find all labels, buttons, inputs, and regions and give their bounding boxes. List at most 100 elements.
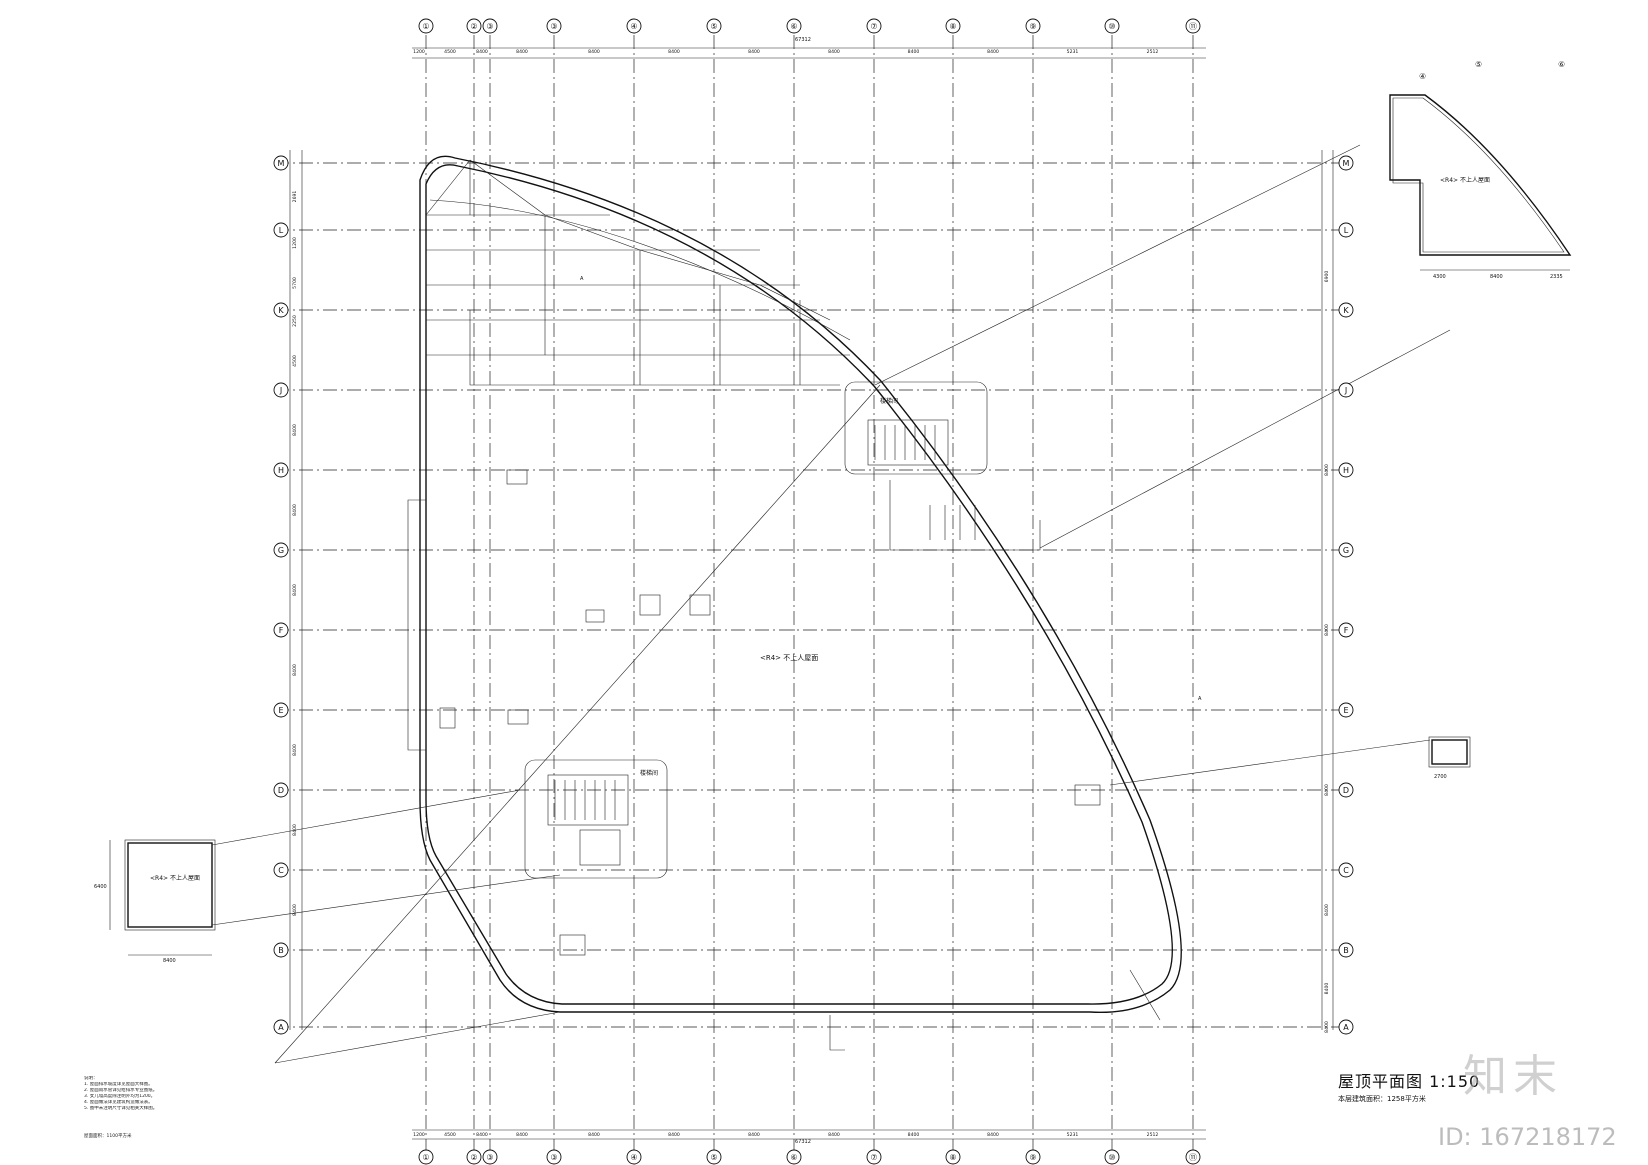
left-detail-view: <R4> 不上人屋面 8400 6400 bbox=[94, 839, 216, 964]
grid-bubble-left: A bbox=[273, 1019, 289, 1035]
right-detail-view: 2700 bbox=[1428, 736, 1471, 780]
svg-text:⑤: ⑤ bbox=[710, 1153, 717, 1162]
grid-bubble-left: L bbox=[273, 222, 289, 238]
grid-bubble-bottom: ⑨ bbox=[1025, 1149, 1041, 1165]
svg-text:F: F bbox=[279, 626, 284, 635]
grid-bubble-bottom: ② bbox=[466, 1149, 482, 1165]
dimension-text: 4500 bbox=[444, 1132, 456, 1138]
svg-text:③: ③ bbox=[486, 22, 493, 31]
svg-text:E: E bbox=[278, 706, 283, 715]
svg-text:③: ③ bbox=[550, 22, 557, 31]
svg-text:⑪: ⑪ bbox=[1189, 22, 1197, 31]
svg-text:K: K bbox=[278, 306, 284, 315]
dimension-text: 8400 bbox=[748, 49, 760, 55]
dimension-lines: 1200120045004500840084008400840084008400… bbox=[289, 47, 1334, 1140]
svg-text:③: ③ bbox=[486, 1153, 493, 1162]
dimension-text: 5231 bbox=[1067, 49, 1079, 55]
svg-text:C: C bbox=[278, 866, 284, 875]
drawing-subtitle: 本层建筑面积：1258平方米 bbox=[1338, 1095, 1426, 1103]
svg-text:⑥: ⑥ bbox=[790, 22, 797, 31]
dimension-text: 8400 bbox=[828, 49, 840, 55]
grid-bubble-right: B bbox=[1338, 942, 1354, 958]
svg-text:A: A bbox=[1343, 1023, 1349, 1032]
top-right-grid-b: ⑤ bbox=[1475, 60, 1482, 69]
grid-bubble-bottom: ⑥ bbox=[786, 1149, 802, 1165]
dimension-text-right: 8400 bbox=[1324, 624, 1330, 636]
grid-bubble-left: H bbox=[273, 462, 289, 478]
grid-bubble-right: E bbox=[1338, 702, 1354, 718]
grid-bubble-right: K bbox=[1338, 302, 1354, 318]
top-right-dim-1: 4300 bbox=[1433, 274, 1446, 280]
note-line: 3. 女儿墙高度除注明外均为1200。 bbox=[84, 1094, 156, 1099]
svg-text:L: L bbox=[279, 226, 284, 235]
grid-bubble-bottom: ① bbox=[418, 1149, 434, 1165]
svg-text:H: H bbox=[1343, 466, 1349, 475]
grid-bubble-bottom: ⑦ bbox=[866, 1149, 882, 1165]
grid-bubble-top: ④ bbox=[626, 18, 642, 34]
grid-bubble-bottom: ⑪ bbox=[1185, 1149, 1201, 1165]
grid-bubble-right: L bbox=[1338, 222, 1354, 238]
dimension-text-left: 4500 bbox=[292, 355, 298, 367]
dimension-text-left: 8400 bbox=[292, 664, 298, 676]
grid-bubble-top: ⑨ bbox=[1025, 18, 1041, 34]
svg-text:M: M bbox=[1343, 159, 1350, 168]
svg-text:⑧: ⑧ bbox=[949, 22, 956, 31]
dimension-text: 8400 bbox=[987, 1132, 999, 1138]
note-line: 4. 屋面做法详见建筑构造做法表。 bbox=[84, 1100, 153, 1105]
grid-bubble-bottom: ⑤ bbox=[706, 1149, 722, 1165]
dimension-text: 8400 bbox=[476, 49, 488, 55]
grid-bubble-left: B bbox=[273, 942, 289, 958]
svg-text:L: L bbox=[1344, 226, 1349, 235]
grid-bubble-top: ③ bbox=[546, 18, 562, 34]
top-right-detail-view: <R4> 不上人屋面 4300 8400 2335 ④ ⑤ ⑥ bbox=[1389, 60, 1572, 280]
svg-text:B: B bbox=[1343, 946, 1349, 955]
svg-text:④: ④ bbox=[630, 1153, 637, 1162]
svg-text:②: ② bbox=[470, 22, 477, 31]
grid-bubble-top: ⑤ bbox=[706, 18, 722, 34]
svg-text:②: ② bbox=[470, 1153, 477, 1162]
dimension-text: 8400 bbox=[908, 49, 920, 55]
notes-footer: 屋面面积：1100平方米 bbox=[84, 1134, 132, 1139]
grid-bubble-right: M bbox=[1338, 155, 1354, 171]
dimension-text-right: 6900 bbox=[1324, 271, 1330, 283]
grid-bubble-bottom: ③ bbox=[546, 1149, 562, 1165]
svg-text:E: E bbox=[1343, 706, 1348, 715]
svg-text:⑨: ⑨ bbox=[1029, 22, 1036, 31]
grid-bubble-bottom: ⑧ bbox=[945, 1149, 961, 1165]
grid-bubble-bottom: ④ bbox=[626, 1149, 642, 1165]
svg-text:⑦: ⑦ bbox=[870, 1153, 877, 1162]
dimension-text: 1200 bbox=[413, 49, 425, 55]
grid-bubble-left: C bbox=[273, 862, 289, 878]
dimension-text: 8400 bbox=[588, 1132, 600, 1138]
svg-text:H: H bbox=[278, 466, 284, 475]
note-line: 2. 屋面雨水管详见给排水专业图纸。 bbox=[84, 1088, 158, 1093]
svg-text:G: G bbox=[1343, 546, 1349, 555]
dimension-text-left: 2250 bbox=[292, 315, 298, 327]
svg-text:⑤: ⑤ bbox=[710, 22, 717, 31]
grid-bubble-right: H bbox=[1338, 462, 1354, 478]
right-detail-dim: 2700 bbox=[1434, 774, 1447, 780]
dimension-text: 8400 bbox=[908, 1132, 920, 1138]
dimension-text: 4500 bbox=[444, 49, 456, 55]
svg-text:G: G bbox=[278, 546, 284, 555]
dimension-text: 8400 bbox=[588, 49, 600, 55]
note-line: 1. 屋面排水坡度详见屋面大样图。 bbox=[84, 1082, 153, 1087]
svg-text:⑦: ⑦ bbox=[870, 22, 877, 31]
svg-text:J: J bbox=[279, 386, 282, 395]
grid-lines bbox=[275, 35, 1345, 1150]
grid-bubble-right: G bbox=[1338, 542, 1354, 558]
dimension-text-right: 8400 bbox=[1324, 983, 1330, 995]
top-right-grid-c: ⑥ bbox=[1558, 60, 1565, 69]
dimension-text-left: 8400 bbox=[292, 904, 298, 916]
general-notes: 说明： 1. 屋面排水坡度详见屋面大样图。 2. 屋面雨水管详见给排水专业图纸。… bbox=[84, 1076, 274, 1112]
watermark-id: ID: 167218172 bbox=[1438, 1123, 1617, 1151]
svg-text:K: K bbox=[1343, 306, 1349, 315]
dimension-text: 2512 bbox=[1147, 1132, 1159, 1138]
dimension-text: 8400 bbox=[476, 1132, 488, 1138]
svg-text:B: B bbox=[278, 946, 284, 955]
grid-bubble-top: ⑥ bbox=[786, 18, 802, 34]
left-detail-roof-label: <R4> 不上人屋面 bbox=[150, 874, 200, 882]
dimension-text-right: 8400 bbox=[1324, 1021, 1330, 1033]
